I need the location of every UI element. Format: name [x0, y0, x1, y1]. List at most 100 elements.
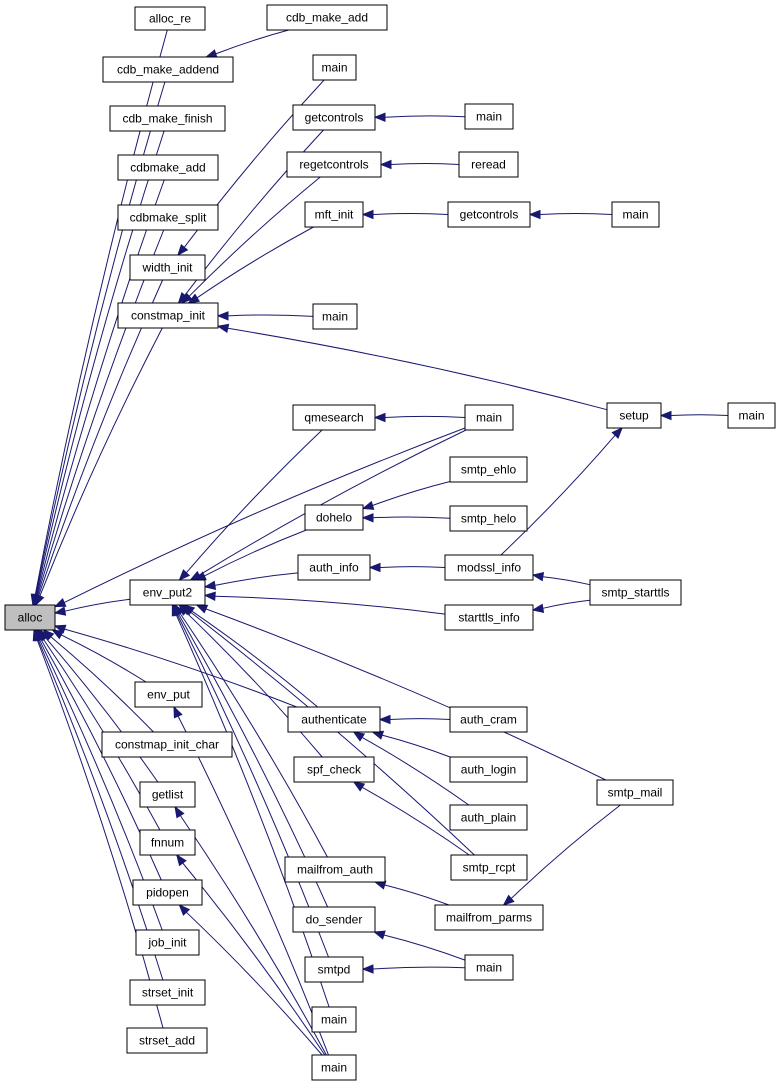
node-box [4, 604, 56, 631]
node-label: main [321, 1061, 347, 1075]
node-job-init[interactable]: job_init [135, 929, 200, 956]
node-main-c[interactable]: main [611, 201, 660, 228]
node-box [606, 402, 662, 429]
node-box [292, 104, 376, 131]
arrowhead-icon [531, 603, 545, 613]
node-main-h[interactable]: main [311, 1006, 357, 1033]
node-auth-cram[interactable]: auth_cram [449, 706, 528, 733]
node-mailfrom-auth[interactable]: mailfrom_auth [284, 856, 386, 883]
edge-auth-info-to-env-put2 [203, 572, 299, 590]
node-regetcontrols[interactable]: regetcontrols [286, 151, 382, 178]
node-starttls-info[interactable]: starttls_info [444, 604, 534, 631]
node-env-put[interactable]: env_put [134, 681, 203, 708]
node-spf-check[interactable]: spf_check [293, 756, 375, 783]
node-reread[interactable]: reread [458, 151, 519, 178]
node-box [727, 402, 776, 429]
node-main-f[interactable]: main [464, 404, 514, 431]
node-cdb-make-finish[interactable]: cdb_make_finish [109, 105, 226, 132]
node-alloc-re[interactable]: alloc_re [134, 6, 206, 31]
node-box [129, 579, 206, 606]
node-setup[interactable]: setup [606, 402, 662, 429]
node-alloc[interactable]: alloc [4, 604, 56, 631]
node-auth-info[interactable]: auth_info [297, 554, 371, 581]
edge-smtp-rcpt-to-spf-check [352, 781, 470, 856]
node-strset-add[interactable]: strset_add [126, 1027, 208, 1054]
edge-main-g-to-do-sender [373, 930, 466, 961]
node-do-sender[interactable]: do_sender [292, 906, 376, 933]
node-smtp-rcpt[interactable]: smtp_rcpt [450, 854, 528, 881]
edge-main-h-to-env-put2 [171, 603, 330, 1008]
edge-smtp-mail-to-mailfrom-parms [502, 804, 621, 906]
node-mailfrom-parms[interactable]: mailfrom_parms [434, 904, 544, 931]
node-cdb-make-add[interactable]: cdb_make_add [266, 4, 388, 31]
node-label: main [738, 409, 764, 423]
node-auth-plain[interactable]: auth_plain [449, 804, 528, 831]
edge-main-e-to-setup [659, 410, 729, 421]
node-main-b[interactable]: main [464, 103, 514, 130]
node-authenticate[interactable]: authenticate [287, 706, 381, 733]
node-box [139, 829, 196, 856]
node-smtpd[interactable]: smtpd [304, 956, 364, 983]
node-constmap-init[interactable]: constmap_init [117, 302, 219, 329]
node-width-init[interactable]: width_init [129, 254, 206, 281]
node-mft-init[interactable]: mft_init [304, 201, 364, 228]
node-getlist[interactable]: getlist [139, 781, 196, 808]
node-main-e[interactable]: main [727, 402, 776, 429]
arrowhead-icon [502, 894, 515, 906]
node-box [304, 201, 364, 228]
node-auth-login[interactable]: auth_login [449, 756, 528, 783]
node-box [292, 404, 376, 431]
edge-smtp-starttls-to-modssl-info [531, 572, 591, 586]
node-label: mft_init [315, 208, 354, 222]
node-constmap-init-char[interactable]: constmap_init_char [101, 731, 233, 758]
node-label: alloc_re [149, 12, 191, 26]
node-box [449, 706, 528, 733]
edge-main-i-to-getlist [174, 805, 327, 1056]
node-smtp-helo[interactable]: smtp_helo [449, 505, 528, 532]
node-getcontrols-b[interactable]: getcontrols [447, 201, 531, 228]
node-main-a[interactable]: main [312, 54, 357, 81]
node-box [304, 956, 364, 983]
node-smtp-starttls[interactable]: smtp_starttls [589, 579, 682, 606]
node-box [129, 254, 206, 281]
arrowhead-icon [361, 964, 374, 974]
edge-auth-login-to-authenticate [371, 730, 451, 758]
node-box [464, 954, 514, 981]
node-getcontrols-a[interactable]: getcontrols [292, 104, 376, 131]
arrowhead-icon [352, 781, 366, 792]
node-strset-init[interactable]: strset_init [129, 979, 206, 1006]
node-qmesearch[interactable]: qmesearch [292, 404, 376, 431]
edge-main-i-to-env-put [173, 705, 329, 1056]
node-label: env_put2 [143, 586, 193, 600]
node-env-put2[interactable]: env_put2 [129, 579, 206, 606]
node-label: reread [471, 158, 506, 172]
node-dohelo[interactable]: dohelo [304, 504, 364, 531]
edge-mft-init-to-constmap-init [187, 226, 314, 304]
node-box [447, 201, 531, 228]
node-cdbmake-add[interactable]: cdbmake_add [117, 154, 219, 181]
node-smtp-mail[interactable]: smtp_mail [596, 779, 674, 806]
node-box [464, 404, 514, 431]
node-main-d[interactable]: main [312, 303, 358, 330]
edge-main-b-to-getcontrols-a [373, 112, 466, 122]
node-box [449, 505, 528, 532]
arrowhead-icon [178, 569, 191, 581]
edge-smtp-ehlo-to-dohelo [361, 481, 451, 510]
node-label: getcontrols [305, 111, 364, 125]
node-cdbmake-split[interactable]: cdbmake_split [117, 204, 219, 231]
nodes-layer: alloc alloc_re cdb_make_addend cdb_make_add… [4, 4, 776, 1081]
node-smtp-ehlo[interactable]: smtp_ehlo [449, 456, 528, 483]
node-main-i[interactable]: main [311, 1054, 357, 1081]
node-cdb-make-addend[interactable]: cdb_make_addend [102, 56, 234, 83]
arrowhead-icon [51, 629, 64, 640]
arrowhead-icon [352, 731, 366, 742]
edge-smtp-starttls-to-starttls-info [531, 599, 591, 613]
edge-cdbmake-split-to-alloc [33, 229, 165, 607]
arrowhead-icon [528, 209, 541, 220]
node-fnnum[interactable]: fnnum [139, 829, 196, 856]
node-box [464, 103, 514, 130]
node-main-g[interactable]: main [464, 954, 514, 981]
node-modssl-info[interactable]: modssl_info [444, 554, 534, 581]
node-box [292, 906, 376, 933]
node-pidopen[interactable]: pidopen [132, 879, 203, 906]
